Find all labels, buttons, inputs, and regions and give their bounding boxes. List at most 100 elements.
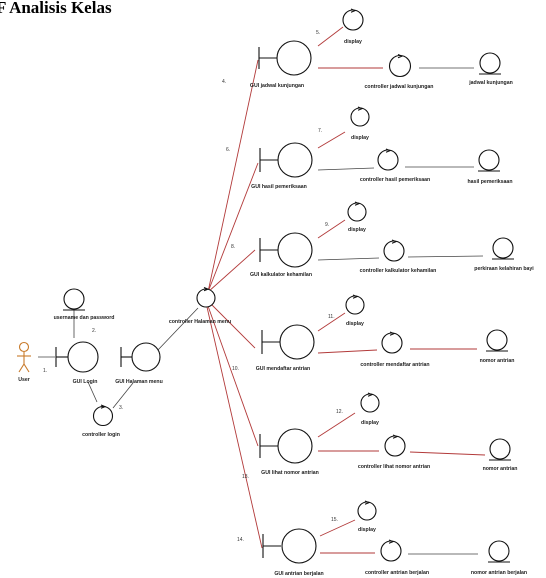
- boundary-icon: [55, 341, 99, 373]
- entity-lihat: nomor antrian: [483, 438, 518, 472]
- step-number: 9.: [325, 222, 329, 228]
- boundary-icon: [259, 428, 313, 464]
- entity-icon: [478, 149, 500, 171]
- controller-icon: [196, 286, 216, 308]
- step-number: 5.: [316, 30, 320, 36]
- controller-icon: [342, 8, 364, 31]
- entity-hasil: hasil pemeriksaan: [468, 149, 513, 185]
- display-label: display: [344, 39, 362, 45]
- actor-icon: [17, 341, 31, 373]
- controller-label: controller jadwal kunjungan: [365, 84, 434, 90]
- controller-label: controller Halaman menu: [169, 319, 231, 325]
- entity-icon: [489, 438, 511, 460]
- section-heading: F Analisis Kelas: [0, 0, 112, 17]
- step-number: 8.: [231, 244, 235, 250]
- controller-jadwal: controller jadwal kunjungan: [365, 53, 434, 90]
- entity-label: jadwal kunjungan: [468, 80, 513, 86]
- controller-icon: [388, 53, 412, 78]
- entity-label: nomor antrian: [480, 358, 515, 364]
- display-1: display: [342, 8, 364, 45]
- boundary-label: GUI lihat nomor antrian: [261, 470, 319, 476]
- boundary-icon: [259, 232, 313, 268]
- boundary-label: GUI kalkulator kehamilan: [250, 272, 312, 278]
- controller-label: controller login: [82, 432, 120, 438]
- entity-berjalan: nomor antrian berjalan: [471, 540, 527, 576]
- entity-icon: [492, 237, 514, 259]
- entity-label: perkiraan kelahiran bayi: [474, 266, 534, 272]
- boundary-icon: [261, 324, 315, 360]
- entity-icon: [488, 540, 510, 562]
- entity-kalkulator: perkiraan kelahiran bayi: [474, 237, 534, 272]
- actor-user: User: [17, 341, 31, 383]
- step-numbers: 1. 2. 3. 4. 5. 6. 7. 8. 9. 10. 11. 12. 1…: [43, 30, 343, 543]
- boundary-label: GUI hasil pemeriksaan: [251, 184, 307, 190]
- controller-icon: [360, 392, 380, 413]
- step-number: 2.: [92, 328, 96, 334]
- step-number: 15.: [331, 517, 338, 523]
- display-3: display: [347, 201, 367, 233]
- controller-icon: [345, 294, 365, 315]
- display-4: display: [345, 294, 365, 327]
- step-number: 11.: [328, 314, 335, 320]
- entity-jadwal: jadwal kunjungan: [468, 52, 513, 86]
- entity-antrian: nomor antrian: [480, 329, 515, 364]
- step-number: 13.: [242, 474, 249, 480]
- display-5: display: [360, 392, 380, 426]
- actor-label: User: [18, 377, 30, 383]
- boundary-label: GUI jadwal kunjungan: [250, 83, 304, 89]
- controller-lihat: controller lihat nomor antrian: [358, 434, 430, 470]
- boundary-kalkulator: GUI kalkulator kehamilan: [250, 232, 313, 278]
- boundary-icon: [258, 40, 312, 76]
- step-number: 3.: [119, 405, 123, 411]
- controller-icon: [92, 404, 114, 427]
- connections: [38, 26, 486, 555]
- boundary-label: GUI mendaftar antrian: [256, 366, 310, 372]
- step-number: 14.: [237, 537, 244, 543]
- controller-label: controller mendaftar antrian: [360, 362, 429, 368]
- controller-kalkulator: controller kalkulator kehamilan: [360, 239, 436, 274]
- step-number: 12.: [336, 409, 343, 415]
- boundary-antrian: GUI mendaftar antrian: [256, 324, 315, 372]
- boundary-label: GUI Halaman menu: [115, 379, 163, 385]
- display-label: display: [361, 420, 379, 426]
- controller-icon: [381, 331, 403, 354]
- controller-icon: [377, 148, 399, 171]
- boundary-lihat: GUI lihat nomor antrian: [259, 428, 319, 476]
- boundary-icon: [262, 528, 317, 564]
- entity-label: hasil pemeriksaan: [468, 179, 513, 185]
- boundary-label: GUI antrian berjalan: [274, 571, 323, 577]
- controller-icon: [357, 500, 377, 521]
- entity-label: nomor antrian: [483, 466, 518, 472]
- boundary-icon: [259, 142, 313, 178]
- controller-login: controller login: [82, 404, 120, 438]
- boundary-berjalan: GUI antrian berjalan: [262, 528, 324, 577]
- controller-icon: [347, 201, 367, 222]
- display-label: display: [346, 321, 364, 327]
- controller-icon: [383, 239, 405, 262]
- controller-menu: controller Halaman menu: [169, 286, 231, 325]
- boundary-menu: GUI Halaman menu: [115, 342, 163, 385]
- step-number: 10.: [232, 366, 239, 372]
- controller-label: controller hasil pemeriksaan: [360, 177, 430, 183]
- controller-berjalan: controller antrian berjalan: [365, 539, 429, 576]
- boundary-icon: [120, 342, 161, 372]
- controller-icon: [380, 539, 402, 562]
- step-number: 6.: [226, 147, 230, 153]
- entity-login: username dan password: [54, 288, 114, 321]
- boundary-hasil: GUI hasil pemeriksaan: [251, 142, 313, 190]
- entity-icon: [63, 288, 85, 310]
- display-2: display: [350, 106, 370, 141]
- controller-hasil: controller hasil pemeriksaan: [360, 148, 430, 183]
- boundary-login: GUI Login: [55, 341, 99, 385]
- controller-icon: [350, 106, 370, 127]
- controller-icon: [384, 434, 406, 457]
- display-label: display: [351, 135, 369, 141]
- step-number: 4.: [222, 79, 226, 85]
- controller-antrian: controller mendaftar antrian: [360, 331, 430, 368]
- entity-icon: [479, 52, 501, 74]
- boundary-jadwal: GUI jadwal kunjungan: [250, 40, 312, 89]
- step-number: 7.: [318, 128, 322, 134]
- display-label: display: [358, 527, 376, 533]
- display-label: display: [348, 227, 366, 233]
